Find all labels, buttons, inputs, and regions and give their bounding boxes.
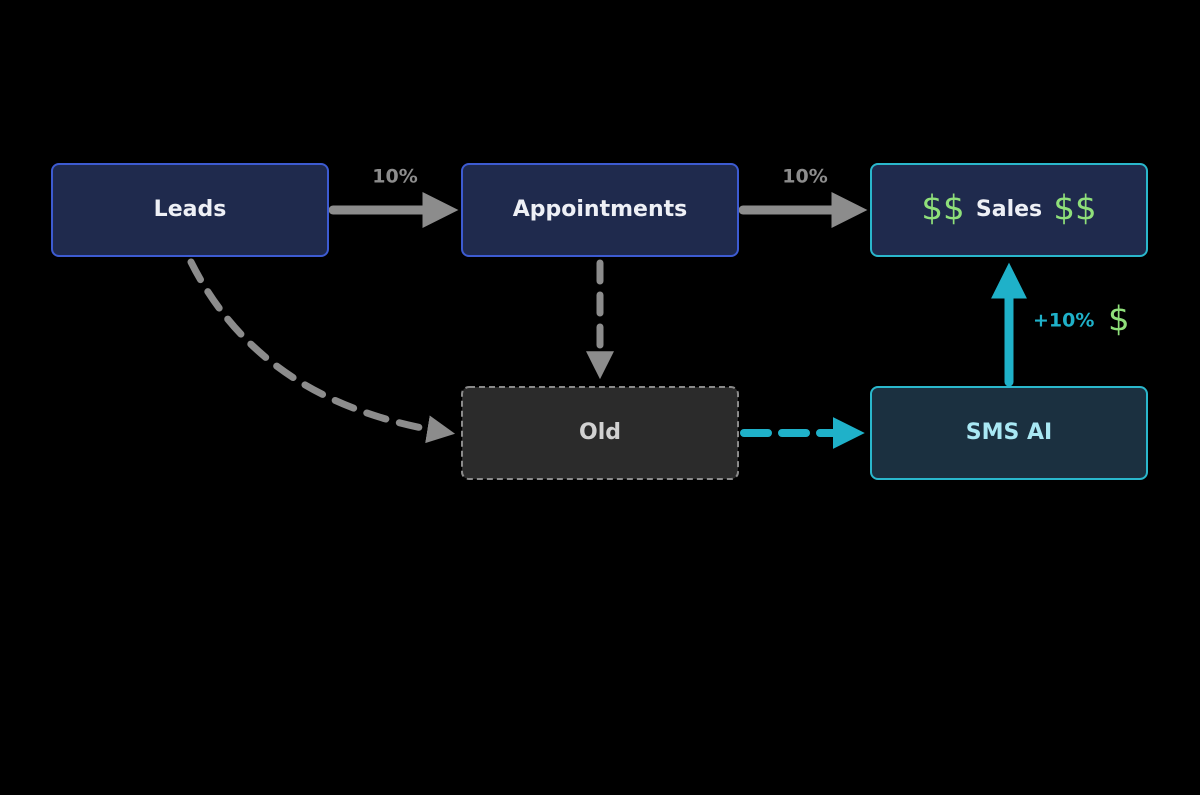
node-sms-ai-label: SMS AI	[966, 420, 1052, 445]
edges	[187, 192, 1027, 449]
node-appointments[interactable]: Appointments	[461, 163, 739, 257]
node-leads-label: Leads	[154, 197, 227, 222]
node-sms-ai[interactable]: SMS AI	[870, 386, 1148, 480]
edge-leads-to-old	[187, 258, 456, 444]
sales-prefix-dollar-icon: $$	[921, 189, 964, 229]
node-old[interactable]: Old	[461, 386, 739, 480]
dollar-icon: $	[1108, 300, 1130, 340]
edge-label-appointments-to-sales: 10%	[782, 166, 827, 188]
edge-label-leads-to-appointments: 10%	[372, 166, 417, 188]
node-sales-label: Sales	[976, 197, 1042, 222]
node-sales[interactable]: $$ Sales $$	[870, 163, 1148, 257]
node-old-label: Old	[579, 420, 621, 445]
edge-label-sms-ai-to-sales: +10%	[1033, 310, 1094, 332]
node-appointments-label: Appointments	[513, 197, 687, 222]
sales-suffix-dollar-icon: $$	[1053, 189, 1096, 229]
node-leads[interactable]: Leads	[51, 163, 329, 257]
